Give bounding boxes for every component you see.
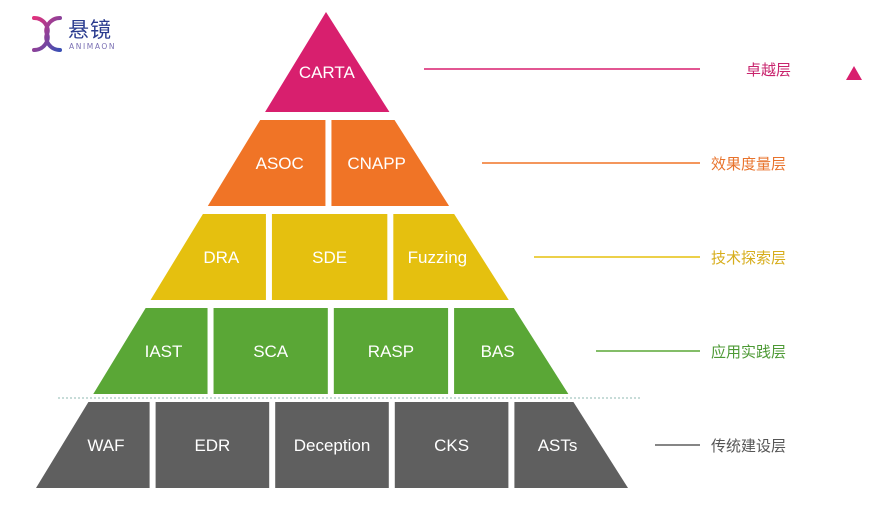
- pyramid-block-label: IAST: [145, 342, 183, 361]
- pyramid-block: [331, 120, 450, 206]
- logo-mark-icon: [32, 16, 62, 52]
- pyramid-block: [394, 402, 509, 488]
- pyramid-block-label: SDE: [312, 248, 347, 267]
- pyramid-block: [271, 214, 388, 300]
- progression-arrow-head: [846, 66, 862, 80]
- pyramid-block: [93, 308, 208, 394]
- pyramid-block-label: Fuzzing: [408, 248, 468, 267]
- logo-name-en: ANIMAON: [69, 42, 117, 51]
- level-label: 卓越层: [746, 61, 792, 79]
- pyramid-block-label: EDR: [194, 436, 230, 455]
- level-label: 技术探索层: [711, 249, 787, 267]
- level-label: 应用实践层: [711, 343, 787, 361]
- pyramid-block-label: BAS: [481, 342, 515, 361]
- pyramid-block: [36, 402, 150, 488]
- pyramid-block: [155, 402, 270, 488]
- pyramid-block-label: RASP: [368, 342, 414, 361]
- pyramid-block-label: SCA: [253, 342, 289, 361]
- pyramid-block-label: Deception: [294, 436, 371, 455]
- pyramid-block: [454, 308, 569, 394]
- pyramid-block: [275, 402, 389, 488]
- pyramid-block-label: CARTA: [299, 63, 356, 82]
- pyramid-block-label: WAF: [87, 436, 124, 455]
- pyramid-block-label: ASTs: [538, 436, 578, 455]
- pyramid-block-label: CNAPP: [347, 154, 406, 173]
- pyramid-block: [265, 12, 390, 112]
- logo-name-cn: 悬镜: [68, 18, 112, 42]
- pyramid-block-label: CKS: [434, 436, 469, 455]
- pyramid-block: [333, 308, 449, 394]
- pyramid-block: [207, 120, 326, 206]
- pyramid-block: [393, 214, 509, 300]
- pyramid-block-label: ASOC: [256, 154, 304, 173]
- pyramid-block: [213, 308, 328, 394]
- level-label: 传统建设层: [711, 437, 787, 455]
- brand-logo: 悬镜 ANIMAON: [30, 12, 140, 56]
- level-label: 效果度量层: [711, 155, 787, 173]
- pyramid-block: [150, 214, 266, 300]
- pyramid-block-label: DRA: [203, 248, 240, 267]
- pyramid-block: [514, 402, 628, 488]
